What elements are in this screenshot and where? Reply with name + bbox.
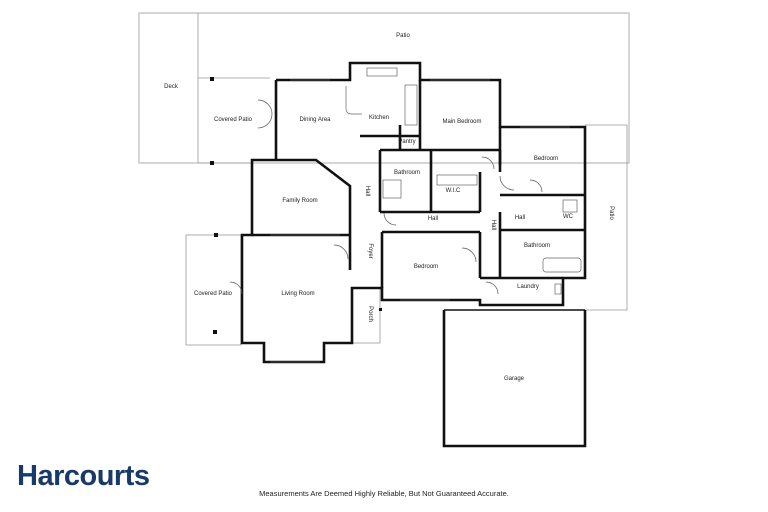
post-5 xyxy=(379,308,382,311)
openings xyxy=(229,79,570,363)
room-labels: Patio Deck Covered Patio Dining Area Kit… xyxy=(164,33,614,382)
label-deck: Deck xyxy=(164,84,179,90)
label-covered-patio-top: Covered Patio xyxy=(214,117,253,123)
walls xyxy=(240,61,587,364)
garage-wall xyxy=(442,310,587,448)
covered-patio-left-area xyxy=(185,234,242,346)
harcourts-logo: Harcourts xyxy=(17,460,150,492)
wic-shelf xyxy=(436,174,478,186)
wc-toilet xyxy=(562,199,578,213)
label-living-room: Living Room xyxy=(281,291,314,297)
patio-top-area xyxy=(138,12,630,164)
garage xyxy=(442,309,587,448)
label-hall-vertical: Hall xyxy=(490,220,496,230)
label-bathroom-center: Bathroom xyxy=(394,170,420,176)
label-wc: WC xyxy=(563,214,574,220)
door-swing-patio-2 xyxy=(257,113,273,129)
label-hall-right: Hall xyxy=(515,215,525,221)
patio-right-area xyxy=(585,124,628,311)
label-patio-top: Patio xyxy=(396,33,410,39)
door-swing-patio-1 xyxy=(257,99,273,115)
door-swing-living xyxy=(229,281,243,295)
bathtub xyxy=(542,257,582,273)
label-porch: Porch xyxy=(367,306,373,322)
label-main-bedroom: Main Bedroom xyxy=(442,119,481,125)
label-covered-patio-left: Covered Patio xyxy=(194,291,233,297)
label-family-room: Family Room xyxy=(282,198,317,204)
door-swing-laundry xyxy=(485,281,499,295)
label-hall-center: Hall xyxy=(428,216,438,222)
label-garage: Garage xyxy=(504,376,525,382)
porch-area xyxy=(351,287,381,344)
label-wic: W.I.C xyxy=(446,188,461,194)
post-4 xyxy=(214,233,218,237)
laundry-tub xyxy=(554,283,562,295)
label-bedroom-right: Bedroom xyxy=(534,156,558,162)
fixtures xyxy=(345,67,582,295)
posts xyxy=(210,77,382,334)
label-kitchen: Kitchen xyxy=(369,115,389,121)
door-swing-bed-center xyxy=(461,247,477,263)
kitchen-bench xyxy=(366,67,398,77)
post-1 xyxy=(210,77,214,81)
post-2 xyxy=(210,161,214,165)
label-hall-left: Hall xyxy=(364,186,370,196)
label-pantry: Pantry xyxy=(398,139,415,145)
label-foyer: Foyer xyxy=(367,243,373,258)
label-bedroom-center: Bedroom xyxy=(414,264,438,270)
outdoor-areas xyxy=(138,12,630,346)
kitchen-stove xyxy=(404,84,418,126)
label-laundry: Laundry xyxy=(517,284,539,290)
bath-center-shower xyxy=(382,179,402,199)
door-swing-hall xyxy=(383,212,397,226)
door-swing-bed-right xyxy=(499,175,515,191)
label-patio-right: Patio xyxy=(608,206,614,220)
disclaimer-text: Measurements Are Deemed Highly Reliable,… xyxy=(259,489,509,498)
post-3 xyxy=(213,330,217,334)
kitchen-island xyxy=(345,86,362,115)
door-swing-main-bed xyxy=(481,156,495,170)
label-bathroom-right: Bathroom xyxy=(524,243,550,249)
door-swing-wardrobe xyxy=(529,179,543,193)
label-dining-area: Dining Area xyxy=(299,117,331,123)
door-swing-foyer xyxy=(333,244,349,260)
